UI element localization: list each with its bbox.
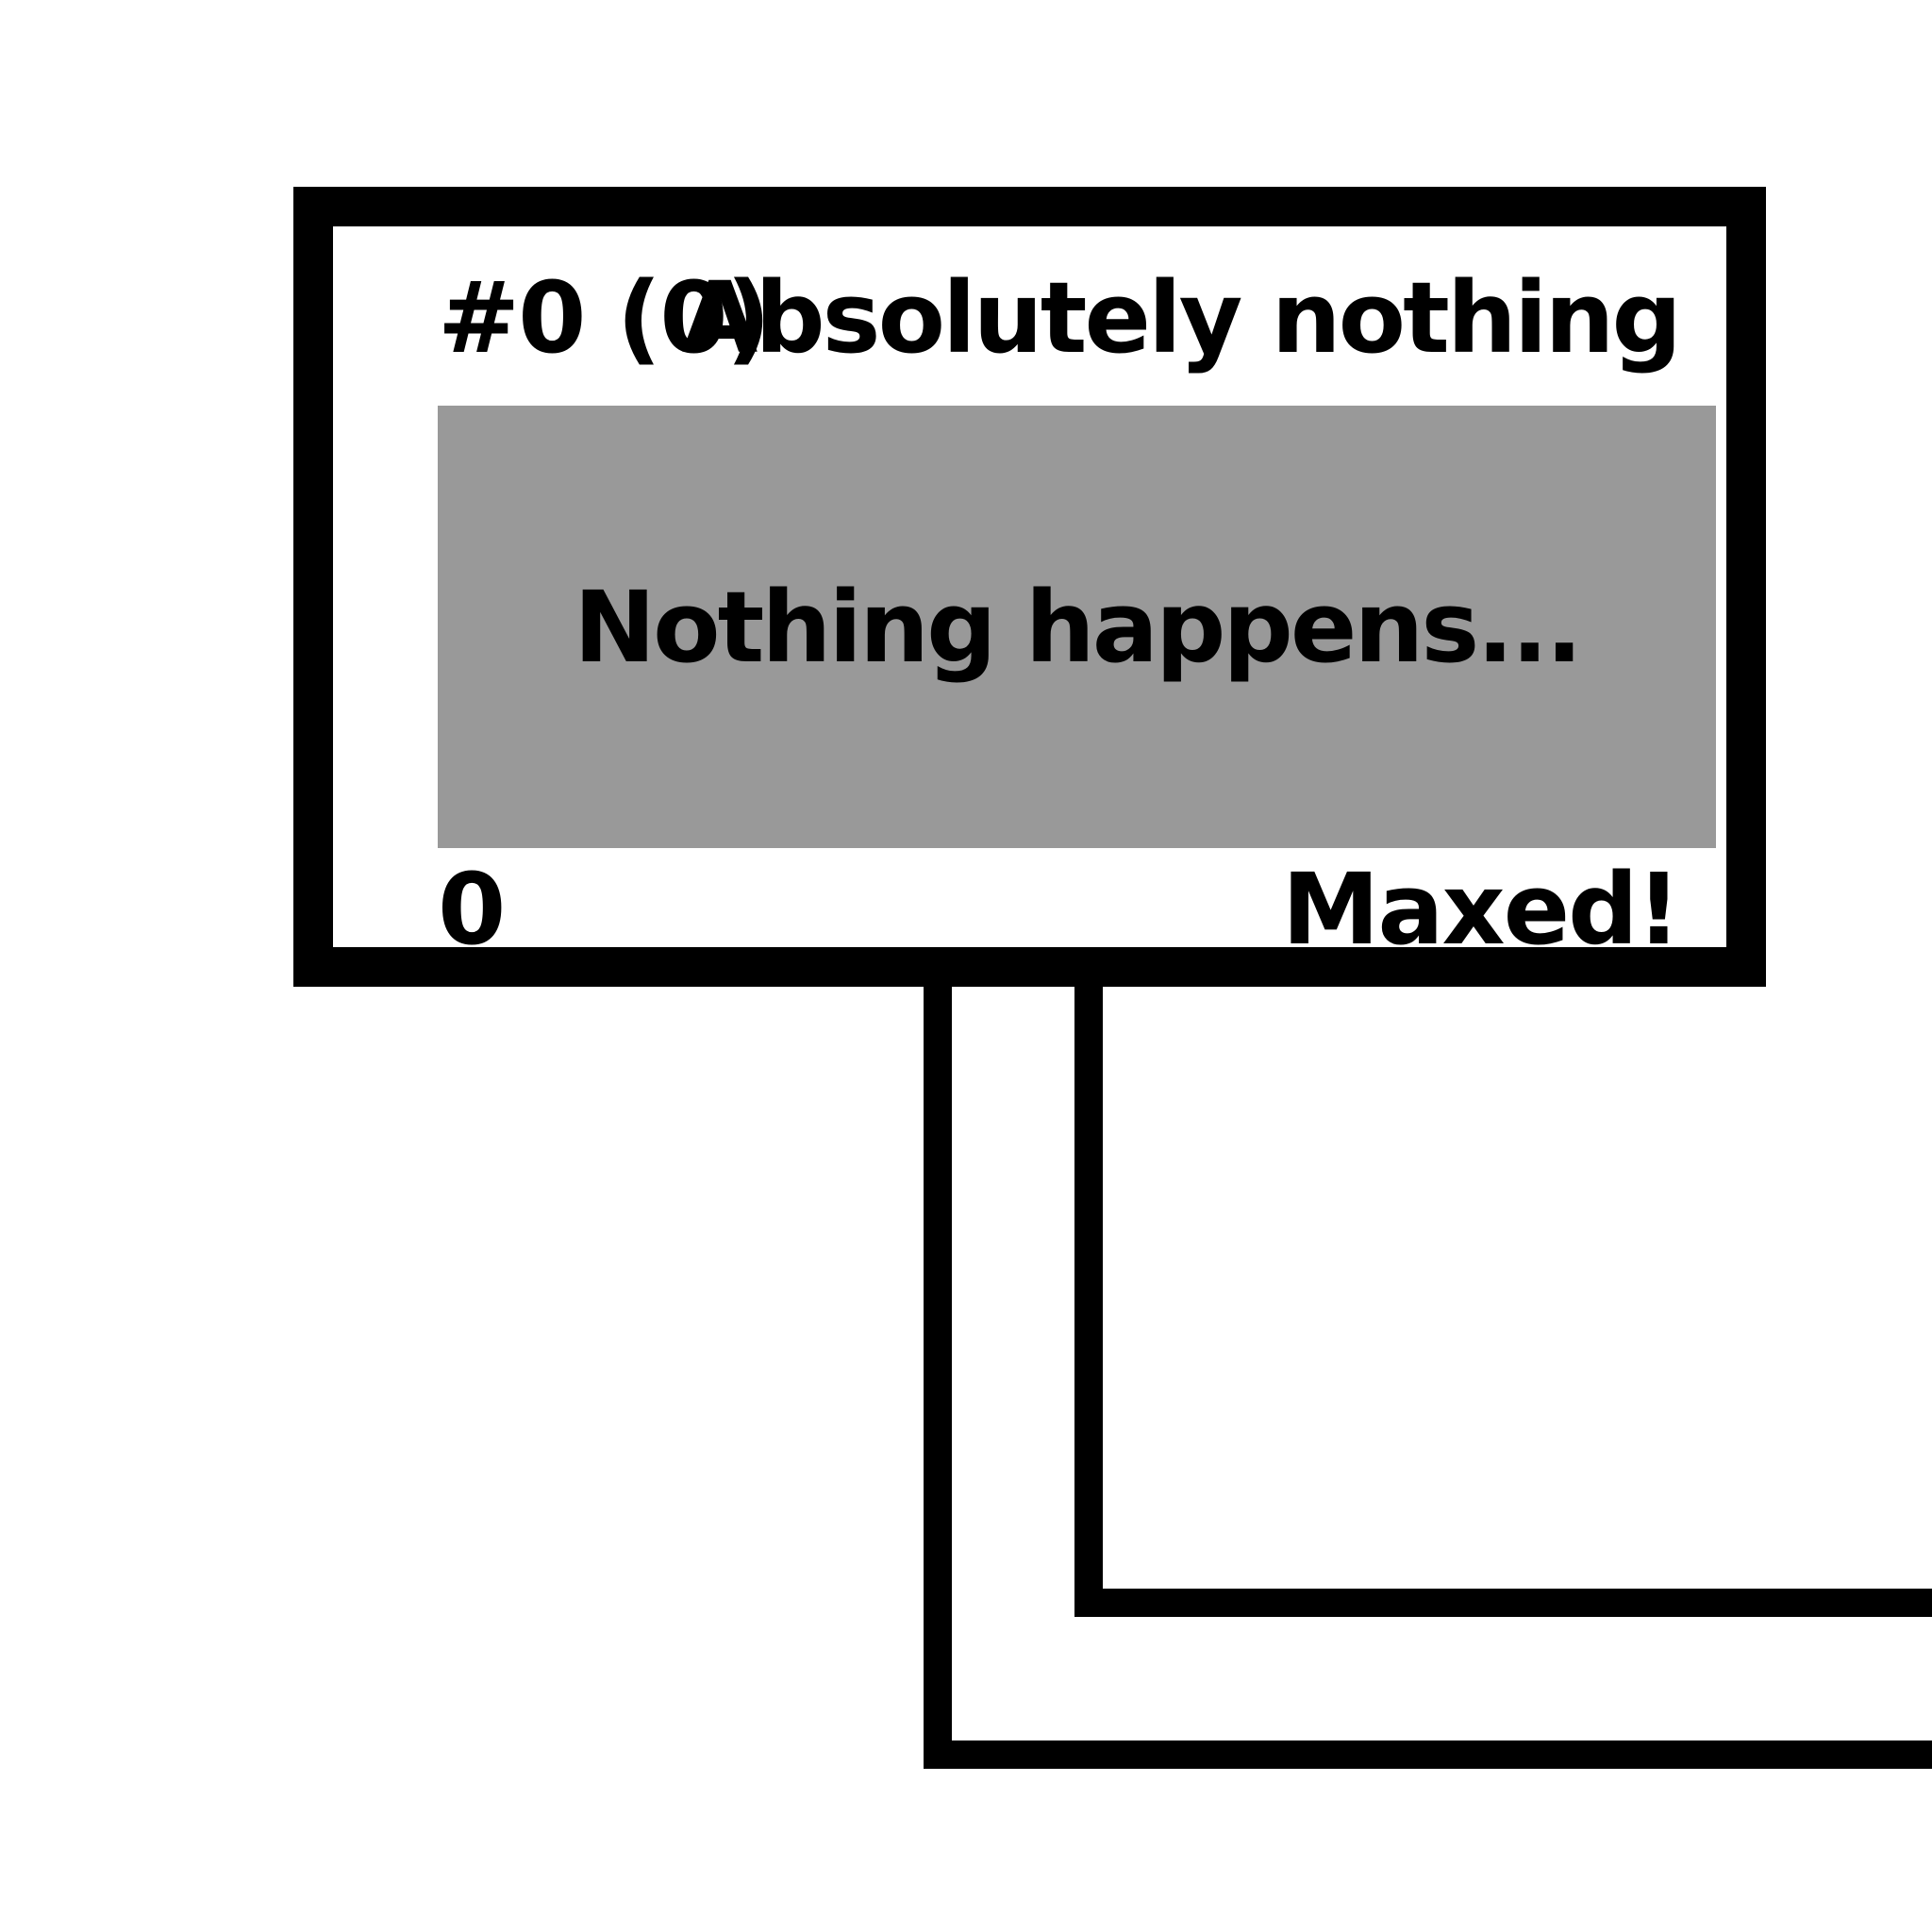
connector-line-outer	[924, 987, 1932, 1769]
node-id-label: #0 (0)	[438, 260, 771, 375]
connector-line-inner	[1074, 987, 1932, 1617]
node-cost: 0	[438, 852, 507, 967]
node-title: Absolutely nothing	[681, 260, 1682, 375]
node-description-panel: Nothing happens...	[438, 406, 1716, 848]
node-description: Nothing happens...	[574, 569, 1583, 685]
upgrade-node[interactable]: #0 (0) Absolutely nothing Nothing happen…	[293, 187, 1766, 987]
node-status-label: Maxed!	[1281, 852, 1681, 967]
